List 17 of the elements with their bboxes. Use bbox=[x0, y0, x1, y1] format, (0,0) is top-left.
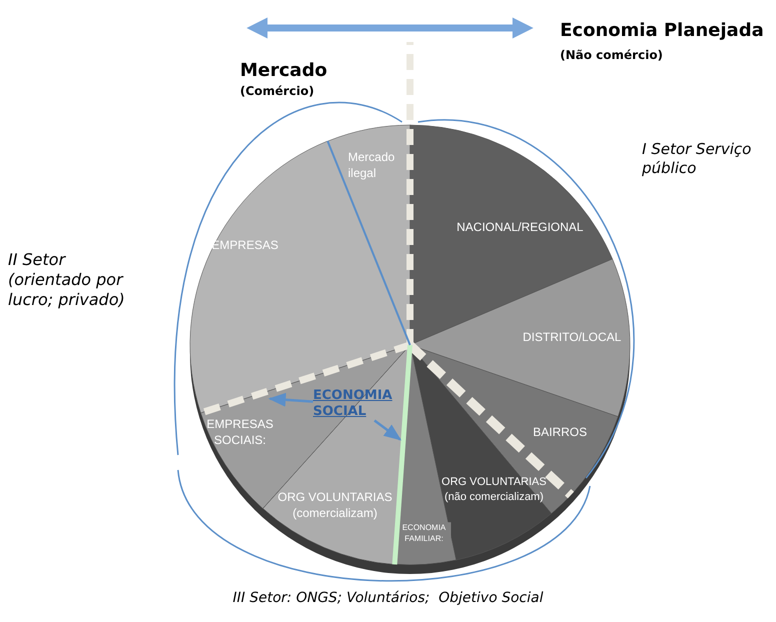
heading: Mercado bbox=[240, 60, 328, 82]
subheading: (Comércio) bbox=[240, 84, 316, 99]
slice-label: BAIRROS bbox=[532, 424, 588, 440]
slice-label: NACIONAL/REGIONAL bbox=[456, 218, 584, 236]
sector-label: II Setor (orientado por lucro; privado) bbox=[8, 250, 126, 310]
slice-label: DISTRITO/LOCAL bbox=[522, 328, 622, 346]
slice-label: EMPRESAS SOCIAIS: bbox=[206, 416, 274, 448]
slice-label: ORG VOLUNTARIAS (não comercializam) bbox=[440, 475, 548, 505]
slice-label: EMPRESAS bbox=[210, 236, 280, 254]
sector-label: I Setor Serviço público bbox=[642, 140, 752, 178]
slice-label: Mercado ilegal bbox=[348, 148, 396, 182]
subheading: (Não comércio) bbox=[560, 48, 664, 63]
heading: Economia Planejada bbox=[560, 20, 765, 42]
slice-label: ORG VOLUNTARIAS (comercializam) bbox=[276, 488, 394, 522]
arrow bbox=[268, 392, 314, 407]
caption: III Setor: ONGS; Voluntários; Objetivo Social bbox=[232, 590, 544, 608]
arrow bbox=[374, 420, 402, 441]
